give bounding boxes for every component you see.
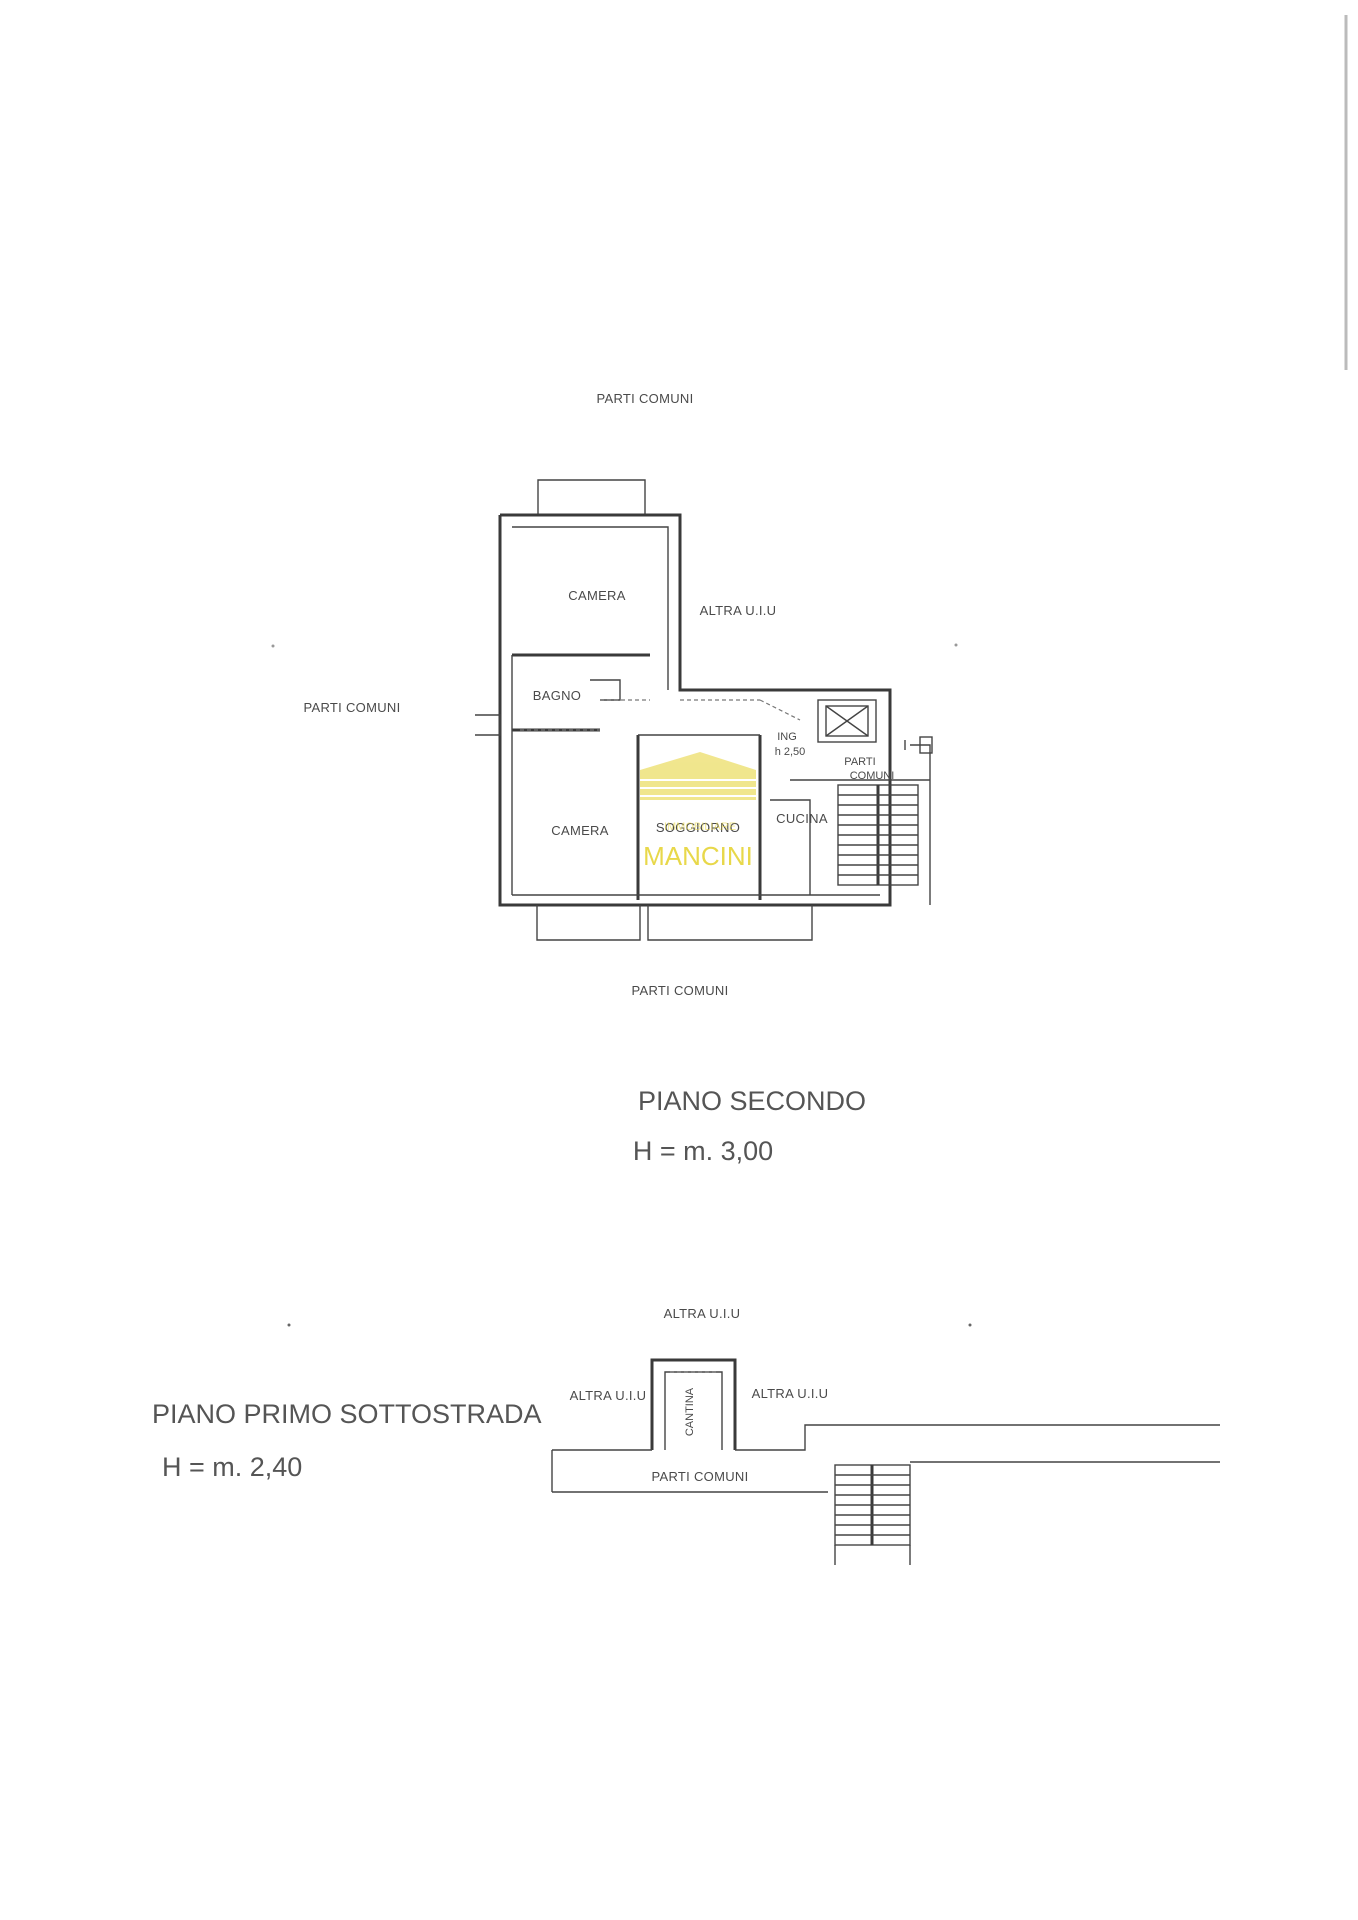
- height-piano-secondo: H = m. 3,00: [633, 1136, 773, 1166]
- stair-upper: [837, 736, 933, 905]
- upper-floor-plan: [475, 479, 933, 941]
- title-piano-primo-sottostrada: PIANO PRIMO SOTTOSTRADA: [152, 1399, 542, 1429]
- lower-floor-plan: [551, 1358, 1220, 1565]
- title-piano-secondo: PIANO SECONDO: [638, 1086, 866, 1116]
- label-ing: ING: [777, 731, 797, 743]
- label-parti-stair-2: COMUNI: [850, 770, 895, 782]
- label-altra-uiu-left: ALTRA U.I.U: [570, 1388, 647, 1403]
- label-altra-uiu: ALTRA U.I.U: [700, 603, 777, 618]
- label-soggiorno: SOGGIORNO: [656, 820, 740, 835]
- label-camera-top: CAMERA: [568, 588, 625, 603]
- watermark-agency-small: IMMOBILIARE: [664, 821, 736, 833]
- label-ing-height: h 2,50: [775, 746, 806, 758]
- label-camera-bottom: CAMERA: [551, 823, 608, 838]
- height-piano-primo-sottostrada: H = m. 2,40: [162, 1452, 302, 1482]
- balcony-bottom-right: [647, 905, 813, 941]
- watermark-agency-name: MANCINI: [643, 841, 753, 871]
- label-parti-stair-1: PARTI: [844, 756, 875, 768]
- outer-walls: [498, 513, 892, 907]
- label-cantina: CANTINA: [684, 1387, 696, 1436]
- label-altra-uiu-right: ALTRA U.I.U: [752, 1386, 829, 1401]
- label-cucina: CUCINA: [776, 811, 828, 826]
- label-parti-comuni-lower: PARTI COMUNI: [651, 1469, 748, 1484]
- cantina-walls: [650, 1358, 737, 1450]
- label-altra-uiu-top: ALTRA U.I.U: [664, 1306, 741, 1321]
- stair-lower: [834, 1464, 911, 1565]
- watermark-building-shape: [640, 752, 756, 800]
- balcony-bottom-left: [536, 905, 641, 941]
- elevator-shaft: [817, 699, 877, 743]
- watermark-logo: [640, 752, 756, 800]
- label-bagno: BAGNO: [533, 688, 581, 703]
- balcony-top: [537, 479, 646, 515]
- label-parti-comuni-bottom: PARTI COMUNI: [631, 983, 728, 998]
- label-parti-comuni-left: PARTI COMUNI: [303, 700, 400, 715]
- label-parti-comuni-top: PARTI COMUNI: [596, 391, 693, 406]
